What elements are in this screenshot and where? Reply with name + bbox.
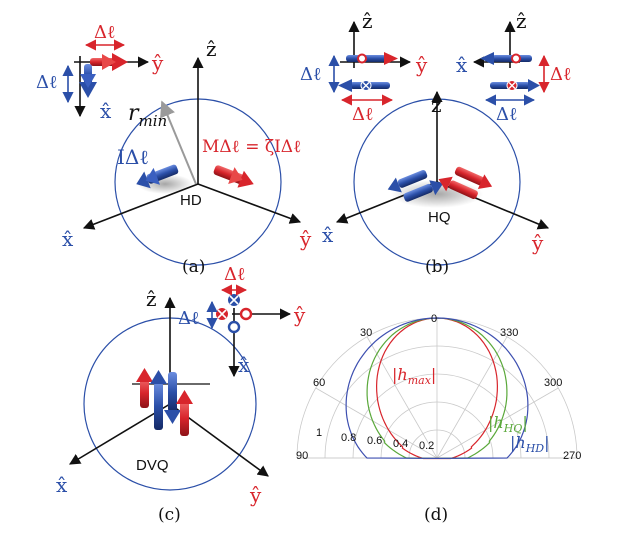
panel-b-magnetic-quadrupole [438, 166, 493, 199]
panel-d-angle-300: 300 [544, 377, 562, 389]
panel-d-legend-hmax: |hmax| [392, 365, 436, 387]
panel-c-caption: (c) [158, 505, 181, 525]
panel-d-grid [296, 317, 578, 459]
panel-c-inset: ŷ x̂ Δℓ Δℓ [178, 264, 306, 378]
panel-b-inset-left-top-dipole [346, 52, 398, 65]
panel-d-legend-hhd: |hHD| [510, 433, 550, 455]
panel-b-inset-right-bottom-dipole [490, 79, 540, 92]
panel-b-caption: (b) [425, 257, 449, 277]
panel-b-z-label: ẑ [431, 93, 442, 117]
panel-b-inset-right-dl-bottom: Δℓ [496, 104, 518, 125]
panel-a-inset-x-label: x̂ [100, 99, 112, 123]
panel-b-inset-right: ẑ x̂ Δℓ Δℓ [456, 9, 572, 125]
panel-a: ẑ x̂ ŷ rmin IΔℓ MΔℓ = ζIΔℓ HD ŷ x̂ [36, 22, 312, 277]
panel-b-inset-right-top-dipole [480, 52, 532, 65]
panel-d-angle-60: 60 [313, 377, 325, 389]
panel-a-inset: ŷ x̂ Δℓ Δℓ [36, 22, 164, 123]
panel-a-rmin-label: rmin [128, 101, 167, 130]
panel-d-angle-270: 270 [563, 450, 581, 462]
panel-d-angle-30: 30 [360, 327, 372, 339]
panel-a-inset-electric [79, 64, 97, 98]
panel-a-electric-label: IΔℓ [117, 145, 149, 169]
panel-c-center-label: DVQ [136, 457, 169, 474]
panel-a-y-label: ŷ [299, 227, 312, 251]
panel-c-inset-y-label: ŷ [293, 303, 306, 327]
panel-d-grid-spoke [436, 387, 559, 459]
panel-c-x-axis [69, 403, 171, 465]
panel-d-grid-spoke [315, 387, 438, 459]
panel-d-angle-labels: 0 30 330 60 300 90 270 [296, 313, 581, 462]
panel-a-inset-magnetic [90, 53, 128, 71]
panel-c-inset-x-label: x̂ [238, 353, 250, 377]
panel-a-inset-y-label: ŷ [151, 51, 164, 75]
panel-d-radial-0.8: 0.8 [341, 432, 356, 444]
panel-b-inset-left: ẑ ŷ Δℓ Δℓ [300, 9, 428, 125]
panel-d-radial-0.6: 0.6 [367, 435, 382, 447]
panel-b-inset-right-dl-right: Δℓ [550, 64, 572, 85]
panel-a-x-label: x̂ [62, 227, 74, 251]
panel-d-angle-90: 90 [296, 450, 308, 462]
panel-d-radial-0.4: 0.4 [393, 438, 408, 450]
panel-b-center-label: HQ [428, 209, 451, 226]
panel-a-rmin-arrow [160, 100, 197, 185]
panel-d-radial-1: 1 [316, 427, 322, 439]
panel-d-caption: (d) [424, 505, 448, 525]
panel-d-radial-0.2: 0.2 [419, 440, 434, 452]
panel-c-inset-red-out [239, 307, 253, 321]
panel-c-z-label: ẑ [146, 287, 157, 311]
panel-d-angle-0: 0 [431, 313, 437, 325]
panel-c-inset-dl-top: Δℓ [224, 264, 246, 285]
panel-d-polar-plot: 0 30 330 60 300 90 270 1 0.8 0.6 0.4 0.2… [296, 313, 581, 525]
panel-c-inset-blue-out [227, 320, 241, 334]
panel-d-grid-spoke [366, 336, 438, 459]
panel-a-center-label: HD [180, 192, 202, 209]
panel-d-curve-hd [345, 317, 529, 460]
panel-d-radial-labels: 1 0.8 0.6 0.4 0.2 [316, 427, 434, 452]
panel-b-inset-right-x-label: x̂ [456, 53, 468, 77]
panel-a-caption: (a) [182, 257, 205, 277]
panel-b-y-label: ŷ [531, 231, 544, 255]
panel-a-y-axis [197, 183, 302, 224]
panel-b-x-label: x̂ [322, 223, 334, 247]
panel-a-magnetic-label: MΔℓ = ζIΔℓ [202, 137, 301, 157]
panel-d-legend-hhq: |hHQ| [488, 413, 528, 435]
panel-d-angle-330: 330 [500, 327, 518, 339]
panel-b-electric-quadrupole [387, 170, 444, 202]
panel-b-inset-left-z-label: ẑ [362, 9, 373, 33]
panel-b-inset-right-z-label: ẑ [516, 9, 527, 33]
panel-a-z-label: ẑ [206, 37, 217, 61]
panel-a-inset-dl-top: Δℓ [94, 22, 116, 43]
panel-b-inset-left-bottom-dipole [338, 79, 390, 92]
panel-c-y-label: ŷ [249, 483, 262, 507]
panel-a-magnetic-dipole [213, 165, 254, 188]
panel-b: ẑ x̂ ŷ HQ ẑ ŷ [300, 9, 572, 277]
panel-d-grid-spoke [436, 336, 508, 459]
panel-c-inset-dl-left: Δℓ [178, 308, 200, 329]
panel-b-inset-left-dl-left: Δℓ [300, 64, 322, 85]
panel-d-curves [345, 317, 529, 460]
panel-a-inset-dl-left: Δℓ [36, 72, 58, 93]
panel-b-inset-left-y-label: ŷ [415, 53, 428, 77]
panel-c-vertical-quadrupole [136, 368, 193, 436]
panel-c: ẑ x̂ ŷ DVQ ŷ x̂ Δℓ [56, 264, 306, 525]
panel-c-x-label: x̂ [56, 473, 68, 497]
panel-a-electric-dipole [136, 164, 179, 189]
panel-b-inset-left-dl-bottom: Δℓ [352, 104, 374, 125]
